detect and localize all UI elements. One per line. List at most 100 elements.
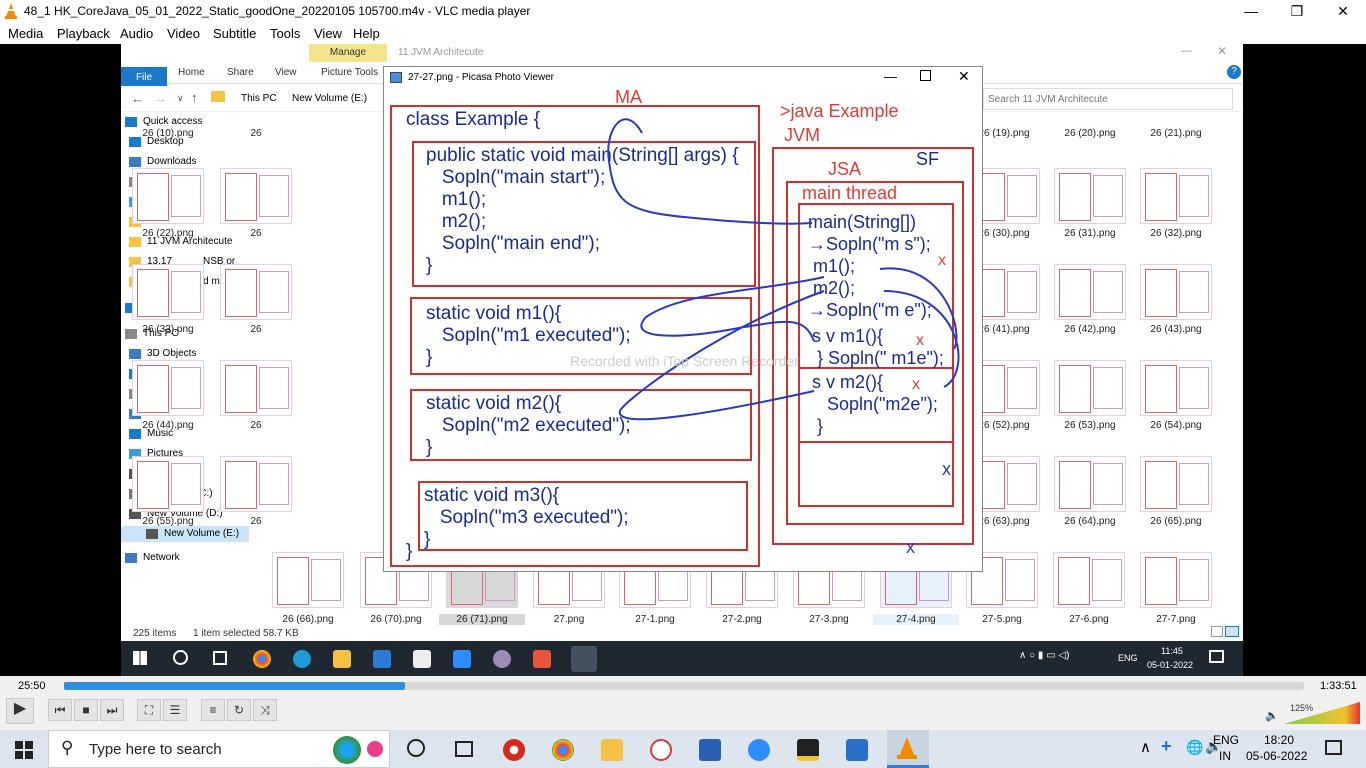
explorer-minimize-button[interactable]: —	[1181, 45, 1192, 57]
explorer-close-button[interactable]: ✕	[1217, 44, 1228, 58]
file-label[interactable]: 26	[250, 420, 262, 431]
file-label[interactable]: 26 (41).png	[978, 324, 1030, 335]
recent-chevron-icon[interactable]: ∨	[177, 93, 184, 103]
clock-time[interactable]: 18:20	[1264, 733, 1295, 747]
file-label[interactable]: 26 (20).png	[1064, 128, 1116, 139]
tray-lang[interactable]: ENG	[1213, 733, 1240, 747]
file-label[interactable]: 26 (33).png	[142, 324, 194, 335]
file-thumbnail[interactable]	[220, 264, 292, 320]
video-area[interactable]: Manage 11 JVM Architecute — ✕ File Home …	[0, 44, 1366, 676]
nav-item-folder-jvm[interactable]: 11 JVM Architecute	[129, 234, 232, 250]
file-thumbnail[interactable]	[1140, 456, 1212, 512]
manage-tab[interactable]: Manage	[309, 44, 387, 62]
menu-view[interactable]: View	[314, 26, 342, 41]
file-thumbnail[interactable]	[1140, 264, 1212, 320]
tab-view[interactable]: View	[275, 67, 297, 78]
loop-icon[interactable]: ↻	[227, 699, 251, 721]
file-thumbnail[interactable]	[1140, 552, 1212, 608]
menu-help[interactable]: Help	[353, 26, 380, 41]
file-thumbnail[interactable]	[1053, 552, 1125, 608]
nav-item-music[interactable]: Music	[129, 426, 173, 442]
file-label[interactable]: 26 (65).png	[1150, 516, 1202, 527]
file-label[interactable]: 26 (43).png	[1150, 324, 1202, 335]
file-label[interactable]: 26 (42).png	[1064, 324, 1116, 335]
next-icon[interactable]: ⏭	[100, 699, 124, 721]
nav-item-this-pc[interactable]: This PC	[125, 326, 179, 342]
fullscreen-icon[interactable]: ⛶	[137, 699, 161, 721]
file-label[interactable]: 26 (22).png	[142, 228, 194, 239]
file-thumbnail[interactable]	[132, 264, 204, 320]
forward-arrow-icon[interactable]: →	[154, 91, 167, 106]
tray-chevron-icon[interactable]: ∧	[1140, 739, 1151, 756]
file-thumbnail[interactable]	[1054, 360, 1126, 416]
thumbnail-view-icon[interactable]	[1225, 626, 1239, 637]
file-thumbnail[interactable]	[1054, 264, 1126, 320]
file-label[interactable]: 27-6.png	[1069, 614, 1109, 625]
file-label[interactable]: 26 (53).png	[1064, 420, 1116, 431]
file-thumbnail[interactable]	[272, 552, 344, 608]
file-label[interactable]: 26 (63).png	[978, 516, 1030, 527]
clock-date[interactable]: 05-06-2022	[1246, 749, 1308, 763]
file-explorer-taskbar-icon[interactable]	[601, 739, 623, 761]
file-thumbnail[interactable]	[220, 360, 292, 416]
previous-icon[interactable]: ⏮	[48, 699, 72, 721]
seek-bar[interactable]	[64, 682, 1304, 690]
file-label[interactable]: 27-1.png	[635, 614, 675, 625]
menu-playback[interactable]: Playback	[57, 26, 110, 41]
back-arrow-icon[interactable]: ←	[131, 91, 144, 106]
file-label[interactable]: 26 (71).png	[439, 614, 525, 625]
stop-icon[interactable]: ■	[74, 699, 98, 721]
tray-plus-icon[interactable]: +	[1161, 736, 1172, 756]
file-label[interactable]: 27-2.png	[722, 614, 762, 625]
file-label[interactable]: 27-4.png	[873, 614, 959, 625]
file-label[interactable]: 26 (30).png	[978, 228, 1030, 239]
explorer-search-box[interactable]: Search 11 JVM Architecute	[983, 88, 1233, 110]
file-label[interactable]: 26 (19).png	[978, 128, 1030, 139]
tab-home[interactable]: Home	[178, 67, 205, 78]
cortana-circle-icon[interactable]	[407, 739, 425, 757]
file-thumbnail[interactable]	[132, 360, 204, 416]
nav-item-network[interactable]: Network	[125, 550, 180, 566]
help-icon[interactable]: ?	[1227, 65, 1241, 79]
tab-share[interactable]: Share	[227, 67, 254, 78]
volume-tray-icon[interactable]: 🔊	[1205, 738, 1223, 754]
menu-tools[interactable]: Tools	[270, 26, 301, 41]
extended-settings-icon[interactable]: ☰	[163, 699, 187, 721]
file-label[interactable]: 27-7.png	[1156, 614, 1196, 625]
nav-item-volume-e[interactable]: New Volume (E:)	[121, 526, 249, 542]
breadcrumb-volume-e[interactable]: New Volume (E:)	[292, 93, 368, 104]
nav-item-folder-nsb[interactable]: NSB or	[203, 254, 235, 270]
vlc-taskbar-button[interactable]	[887, 730, 929, 768]
file-thumbnail[interactable]	[220, 456, 292, 512]
volume-slider[interactable]	[1284, 702, 1362, 726]
file-thumbnail[interactable]	[220, 168, 292, 224]
file-label[interactable]: 26	[250, 128, 262, 139]
nav-item-quick-access[interactable]: Quick access	[125, 114, 202, 130]
tab-picture-tools[interactable]: Picture Tools	[321, 67, 379, 78]
menu-subtitle[interactable]: Subtitle	[213, 26, 257, 41]
nav-item-desktop[interactable]: Desktop	[129, 134, 184, 150]
menu-media[interactable]: Media	[8, 26, 44, 41]
photos-icon[interactable]	[846, 739, 868, 761]
file-thumbnail[interactable]	[1140, 168, 1212, 224]
picasa-close-button[interactable]: ✕	[958, 68, 970, 84]
file-label[interactable]: 26	[250, 324, 262, 335]
close-button[interactable]: ✕	[1337, 3, 1349, 19]
chrome-taskbar-icon[interactable]	[552, 739, 574, 761]
file-label[interactable]: 26 (44).png	[142, 420, 194, 431]
tab-file[interactable]: File	[121, 67, 167, 89]
file-label[interactable]: 26 (55).png	[142, 516, 194, 527]
file-thumbnail[interactable]	[1054, 456, 1126, 512]
sticky-notes-icon[interactable]	[797, 739, 819, 761]
picasa-maximize-button[interactable]	[920, 70, 931, 81]
file-label[interactable]: 26 (54).png	[1150, 420, 1202, 431]
file-thumbnail[interactable]	[1054, 168, 1126, 224]
file-label[interactable]: 26 (32).png	[1150, 228, 1202, 239]
shuffle-icon[interactable]: ⤨	[253, 699, 277, 721]
file-label[interactable]: 26	[250, 228, 262, 239]
file-label[interactable]: 26 (21).png	[1150, 128, 1202, 139]
file-label[interactable]: 26 (64).png	[1064, 516, 1116, 527]
file-thumbnail[interactable]	[132, 456, 204, 512]
menu-audio[interactable]: Audio	[120, 26, 154, 41]
file-thumbnail[interactable]	[132, 168, 204, 224]
